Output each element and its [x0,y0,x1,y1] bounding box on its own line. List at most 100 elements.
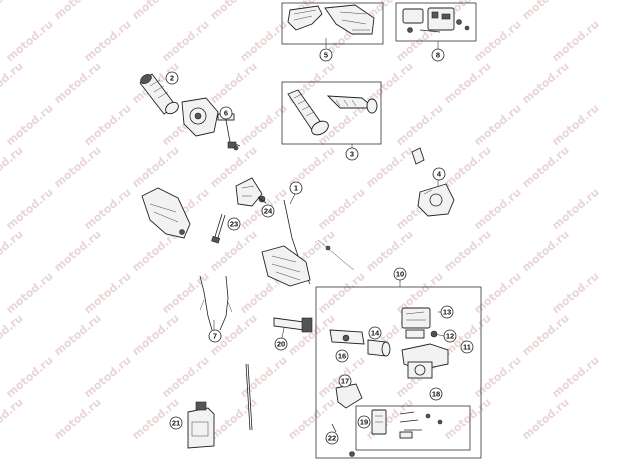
callout-16: 16 [335,349,349,363]
callout-13-label: 13 [443,308,451,317]
part-23-bolt [211,213,226,244]
part-2-throttle-grip [139,73,179,115]
watermark-text: motod.ru [82,18,134,65]
watermark-text: motod.ru [208,396,260,443]
watermark-text: motod.ru [52,0,104,22]
callout-17: 17 [338,374,352,388]
watermark-text: motod.ru [442,60,494,107]
callout-5: 5 [319,48,333,62]
part-19-frame [355,405,471,451]
callout-13: 13 [440,305,454,319]
watermark-text: motod.ru [472,186,524,233]
watermark-text: motod.ru [316,186,368,233]
callout-3: 3 [345,147,359,161]
part-5-frame [281,2,384,45]
watermark-text: motod.ru [208,0,260,22]
handguard-right [324,4,375,35]
watermark-text: motod.ru [442,396,494,443]
part-8-frame [395,2,477,42]
callout-7: 7 [208,329,222,343]
callout-19: 19 [357,415,371,429]
callout-11: 11 [460,340,474,354]
watermark-text: motod.ru [364,144,416,191]
part-3-grips [281,81,382,148]
watermark-text: motod.ru [4,354,56,401]
watermark-text: motod.ru [4,102,56,149]
watermark-text: motod.ru [550,354,602,401]
watermark-text: motod.ru [0,312,26,359]
callout-24: 24 [261,204,275,218]
callout-1-label: 1 [294,184,298,193]
watermark-text: motod.ru [520,228,572,275]
part-10-frame [315,286,482,459]
callout-10: 10 [393,267,407,281]
watermark-text: motod.ru [52,144,104,191]
part-clamp-lever [235,177,267,207]
callout-14-label: 14 [371,329,380,338]
callout-12: 12 [443,329,457,343]
watermark-text: motod.ru [160,18,212,65]
watermark-text: motod.ru [52,312,104,359]
part-3-frame [281,81,382,145]
watermark-text: motod.ru [550,18,602,65]
part-8-switch-kit [395,2,477,49]
watermark-text: motod.ru [550,186,602,233]
callout-14: 14 [368,326,382,340]
part-7-cables [199,275,233,331]
callout-4: 4 [432,167,446,181]
callout-12-label: 12 [446,332,454,341]
callout-5-label: 5 [324,51,328,60]
watermark-text: motod.ru [4,18,56,65]
callout-19-label: 19 [360,418,368,427]
watermark-text: motod.ru [82,102,134,149]
watermark-text: motod.ru [82,270,134,317]
watermark-text: motod.ru [472,354,524,401]
long-rod [245,363,253,431]
watermark-text: motod.ru [0,60,26,107]
watermark-text: motod.ru [52,60,104,107]
part-5-handguards [281,2,384,48]
callout-23-label: 23 [230,220,238,229]
watermark-text: motod.ru [52,396,104,443]
watermark-text: motod.ru [472,270,524,317]
watermark-text: motod.ru [4,270,56,317]
callout-18-label: 18 [432,390,440,399]
callout-8: 8 [431,48,445,62]
callout-20-label: 20 [277,340,285,349]
callout-10-label: 10 [396,270,404,279]
callout-17-label: 17 [341,377,349,386]
callout-7-label: 7 [213,332,217,341]
watermark-text: motod.ru [442,144,494,191]
callout-11-label: 11 [463,343,471,352]
callout-22: 22 [325,431,339,445]
watermark-text: motod.ru [364,228,416,275]
part-4-switch-housing [411,147,455,217]
part-10-master-cylinder-kit [315,280,482,459]
callout-2-label: 2 [170,74,174,83]
part-6-throttle-housing [181,97,241,151]
watermark-text: motod.ru [160,354,212,401]
callout-22-label: 22 [328,434,336,443]
callout-24-label: 24 [264,207,273,216]
watermark-text: motod.ru [4,186,56,233]
part-lever-housing [261,245,311,287]
watermark-text: motod.ru [52,228,104,275]
watermark-text: motod.ru [472,102,524,149]
watermark-text: motod.ru [550,270,602,317]
callout-6: 6 [219,106,233,120]
watermark-text: motod.ru [82,354,134,401]
part-20-plunger [273,317,313,339]
watermark-text: motod.ru [394,102,446,149]
watermark-text: motod.ru [520,144,572,191]
watermark-text: motod.ru [472,18,524,65]
callout-6-label: 6 [224,109,228,118]
watermark-text: motod.ru [0,228,26,275]
callout-8-label: 8 [436,51,440,60]
watermark-text: motod.ru [0,144,26,191]
watermark-text: motod.ru [0,396,26,443]
watermark-text: motod.ru [520,312,572,359]
callout-21: 21 [169,416,183,430]
watermark-text: motod.ru [130,312,182,359]
